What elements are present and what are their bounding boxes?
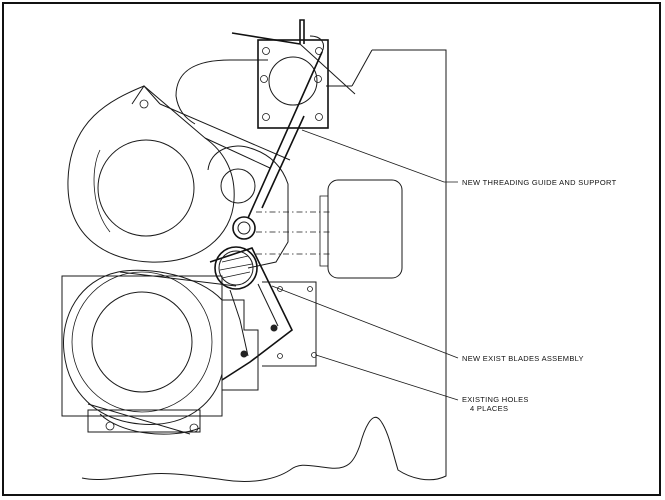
lower-reel-housing (63, 269, 223, 425)
existing-hole-3 (277, 353, 283, 359)
blade-pivot-1 (270, 324, 278, 332)
window-rim-left (319, 195, 328, 267)
bracket-bore (268, 56, 318, 106)
leader-threading-guide (301, 129, 458, 183)
existing-hole-1 (277, 286, 283, 292)
bracket-hole-ml (260, 75, 268, 83)
lower-reel-frame (61, 275, 223, 417)
main-plate-outline (81, 49, 447, 483)
lower-reel (91, 291, 193, 393)
mounting-plate (262, 281, 317, 367)
guide-roller-inner (237, 221, 251, 235)
blades-assembly-body (209, 247, 294, 381)
lower-reel-belt (87, 403, 201, 435)
blade-roller-inner (218, 250, 254, 286)
upper-reel-housing (67, 85, 235, 263)
upper-reel-inner-arc (93, 149, 111, 233)
leader-existing-holes (315, 354, 459, 401)
lower-reel-rim (71, 271, 213, 413)
lower-reel-foot (87, 409, 201, 433)
upper-plate-hump (175, 59, 352, 97)
threading-wire-arm (299, 35, 356, 95)
blade-pivot-2 (240, 350, 248, 358)
upper-belt (159, 103, 291, 169)
bracket-hole-bl (262, 113, 270, 121)
upper-reel (97, 139, 195, 237)
bracket-hole-tl (262, 47, 270, 55)
blade-roller-hatch (219, 255, 253, 279)
callout-existing-holes-line2: 4 PLACES (470, 404, 508, 413)
bracket-hole-mr (314, 75, 322, 83)
guide-roller-outer (232, 216, 256, 240)
access-window (327, 179, 403, 279)
lower-housing-step (222, 299, 259, 391)
lower-foot-hole-1 (105, 421, 115, 431)
lower-foot-hole-2 (189, 423, 199, 433)
thread-path (247, 51, 323, 219)
callout-existing-holes-line1: EXISTING HOLES (462, 395, 529, 404)
drawing-frame (2, 2, 661, 496)
upper-reel-tab-hole (139, 99, 149, 109)
leader-blades-assembly (271, 285, 459, 359)
idler-housing (207, 145, 289, 269)
callout-threading-guide: NEW THREADING GUIDE AND SUPPORT (462, 178, 617, 187)
callout-blades-assembly: NEW EXIST BLADES ASSEMBLY (462, 354, 584, 363)
main-plate-notch (351, 49, 373, 87)
upper-plate-side (175, 95, 196, 125)
upper-reel-tab (131, 85, 161, 105)
blade-roller-outer (214, 246, 258, 290)
threading-wire-top (231, 19, 305, 45)
threading-support-bracket (257, 39, 329, 129)
existing-hole-2 (307, 286, 313, 292)
bracket-hole-br (315, 113, 323, 121)
lower-belt-diagonal (119, 271, 237, 287)
idler-roller (220, 168, 256, 204)
